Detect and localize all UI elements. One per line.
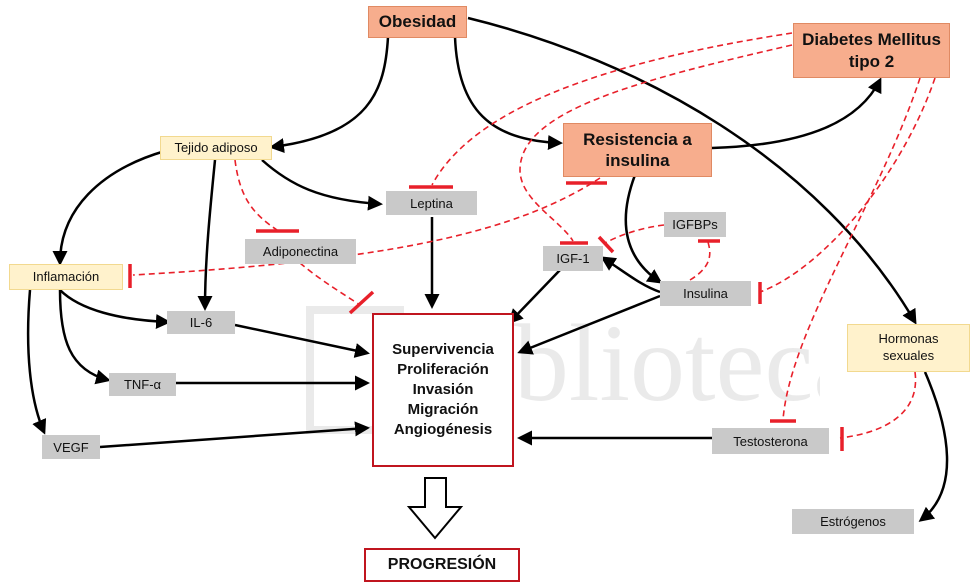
outcome-supervivencia: Supervivencia — [392, 341, 494, 358]
inhib-tejido-adiponectina — [234, 159, 278, 231]
node-leptina: Leptina — [386, 191, 477, 215]
inhib-resistencia-adiponectina — [132, 177, 601, 276]
node-tnf: TNF-α — [109, 373, 176, 396]
inhib-diabetes-testosterona — [782, 77, 921, 421]
node-estrogenos: Estrógenos — [792, 509, 914, 534]
outcome-migracion: Migración — [407, 401, 479, 418]
edge-tejido-il6 — [197, 159, 217, 311]
node-resistencia: Resistencia a insulina — [563, 123, 712, 177]
tbar-igf1-side — [597, 235, 615, 254]
edge-il6-center — [234, 323, 370, 358]
node-vegf: VEGF — [42, 435, 100, 459]
edge-resistencia-insulina — [624, 174, 663, 284]
node-il6: IL-6 — [167, 311, 235, 334]
outcome-angiogenesis: Angiogénesis — [393, 421, 493, 438]
inhib-igfbps-igf1 — [604, 224, 665, 244]
node-diabetes: Diabetes Mellitus tipo 2 — [793, 23, 950, 78]
edge-obesidad-tejido — [269, 36, 390, 153]
node-insulina: Insulina — [660, 281, 751, 306]
node-igf1: IGF-1 — [543, 246, 603, 271]
outcomes-box: Supervivencia Proliferación Invasión Mig… — [372, 313, 514, 467]
node-obesidad: Obesidad — [368, 6, 467, 38]
node-adiponectina: Adiponectina — [245, 239, 356, 264]
tbar-center — [348, 290, 375, 315]
edge-igf1-center — [507, 269, 561, 325]
progression-arrow — [406, 477, 464, 540]
edge-inflamacion-tnf — [58, 289, 111, 385]
node-testosterona: Testosterona — [712, 428, 829, 454]
inhib-adiponectina-center — [299, 262, 361, 306]
edge-vegf-center — [99, 421, 370, 449]
edge-resistencia-diabetes — [711, 77, 882, 150]
node-inflamacion: Inflamación — [9, 264, 123, 290]
inhib-diabetes-insulina — [759, 77, 936, 293]
inhib-diabetes-leptina — [431, 32, 793, 186]
edge-obesidad-hormonas — [467, 16, 917, 325]
edge-inflamacion-vegf — [26, 289, 47, 435]
edge-insulina-igf1 — [600, 256, 661, 294]
edge-tejido-inflamacion — [52, 149, 166, 266]
edge-hormonas-estrogenos — [918, 371, 949, 522]
node-tejido-adiposo: Tejido adiposo — [160, 136, 272, 160]
edge-obesidad-resistencia — [453, 36, 563, 150]
node-hormonas-sexuales: Hormonas sexuales — [847, 324, 970, 372]
edge-insulina-center — [517, 294, 661, 355]
inhib-hormonas-testosterona — [839, 371, 917, 439]
inhib-diabetes-igf1 — [519, 44, 793, 242]
outcome-proliferacion: Proliferación — [397, 361, 489, 378]
edge-tejido-leptina — [261, 159, 383, 211]
outcome-invasion: Invasión — [412, 381, 474, 398]
progresion-box: PROGRESIÓN — [364, 548, 520, 582]
inhib-insulina-igfbps — [689, 241, 711, 281]
edge-inflamacion-il6 — [59, 289, 171, 329]
node-igfbps: IGFBPs — [664, 212, 726, 237]
